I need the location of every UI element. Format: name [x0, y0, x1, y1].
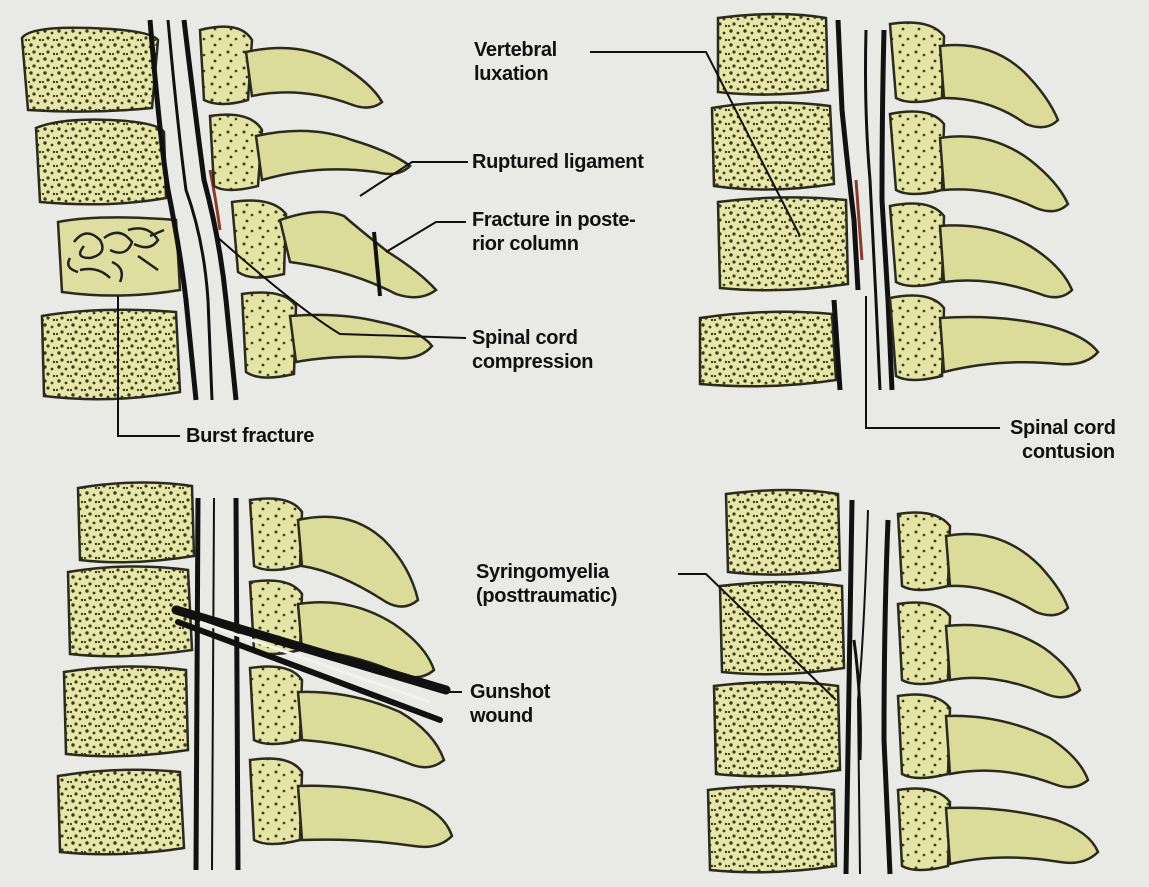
- lamina: [890, 204, 944, 286]
- vertebral-body: [718, 197, 848, 290]
- label-spinal-cord-contusion: Spinal cord contusion: [1010, 416, 1116, 464]
- vertebral-body: [720, 582, 844, 674]
- vertebral-body: [42, 310, 180, 399]
- spinous-process: [298, 692, 444, 767]
- spinal-canal-line: [866, 30, 881, 390]
- lamina: [898, 789, 950, 871]
- lamina: [242, 293, 296, 378]
- lamina: [898, 603, 950, 685]
- label-line: Syringomyelia: [476, 560, 617, 584]
- label-gunshot-wound: Gunshot wound: [470, 680, 550, 728]
- vertebral-body: [58, 770, 184, 855]
- label-line: Burst fracture: [186, 424, 314, 448]
- spinous-process: [940, 225, 1072, 297]
- spinous-process: [298, 786, 452, 847]
- label-line: wound: [470, 704, 550, 728]
- lamina: [200, 27, 252, 104]
- spinal-canal-line: [196, 498, 198, 870]
- lamina: [890, 23, 944, 103]
- spinal-canal-line: [212, 498, 214, 870]
- label-burst-fracture: Burst fracture: [186, 424, 314, 448]
- spinous-process: [946, 716, 1088, 787]
- lamina: [250, 667, 302, 745]
- label-line: compression: [472, 350, 593, 374]
- spinous-process: [940, 317, 1098, 372]
- spinous-process: [298, 517, 418, 607]
- spinous-process: [946, 534, 1068, 615]
- spinous-process: [940, 45, 1058, 127]
- vertebral-body: [714, 682, 840, 776]
- spinal-canal-line: [846, 500, 852, 874]
- panel-burst-fracture: [22, 20, 468, 436]
- label-line: contusion: [1010, 440, 1116, 464]
- vertebral-body: [726, 490, 840, 575]
- spinous-process: [256, 131, 410, 180]
- spinous-process: [946, 808, 1098, 864]
- label-syringomyelia: Syringomyelia (posttraumatic): [476, 560, 617, 608]
- vertebral-body: [708, 786, 836, 872]
- lamina: [210, 115, 262, 190]
- spinal-canal-line: [236, 498, 238, 870]
- label-line: Gunshot: [470, 680, 550, 704]
- vertebral-body: [36, 120, 166, 205]
- vertebral-body: [22, 28, 158, 112]
- panel-luxation: [590, 14, 1098, 428]
- spinous-process: [280, 212, 436, 297]
- panel-gunshot: [58, 482, 462, 870]
- label-spinal-cord-compression: Spinal cord compression: [472, 326, 593, 374]
- spinous-process: [940, 136, 1068, 211]
- lamina: [250, 759, 302, 845]
- label-line: Spinal cord: [472, 326, 593, 350]
- vertebral-body: [718, 14, 828, 95]
- label-vertebral-luxation: Vertebral luxation: [474, 38, 557, 86]
- spinous-process: [290, 315, 432, 362]
- spinous-process: [246, 48, 382, 108]
- label-line: Spinal cord: [1010, 416, 1116, 440]
- spinal-canal-line: [884, 520, 890, 874]
- label-line: Fracture in poste-: [472, 208, 636, 232]
- label-line: Ruptured ligament: [472, 150, 644, 174]
- lamina: [250, 499, 302, 571]
- label-line: Vertebral: [474, 38, 557, 62]
- spinous-process: [946, 625, 1080, 697]
- vertebral-body: [712, 102, 834, 189]
- lamina: [890, 112, 944, 194]
- lamina: [232, 201, 286, 278]
- panel-syringomyelia: [678, 490, 1098, 874]
- vertebral-body-fractured: [58, 217, 180, 295]
- leader-fracture-posterior: [386, 222, 466, 252]
- vertebral-body: [700, 312, 836, 387]
- lamina: [890, 296, 944, 380]
- label-line: luxation: [474, 62, 557, 86]
- lamina: [898, 695, 950, 779]
- label-line: rior column: [472, 232, 636, 256]
- vertebral-body: [64, 666, 188, 756]
- label-fracture-posterior-column: Fracture in poste- rior column: [472, 208, 636, 256]
- lamina: [898, 513, 950, 591]
- label-ruptured-ligament: Ruptured ligament: [472, 150, 644, 174]
- label-line: (posttraumatic): [476, 584, 617, 608]
- vertebral-body: [78, 482, 194, 562]
